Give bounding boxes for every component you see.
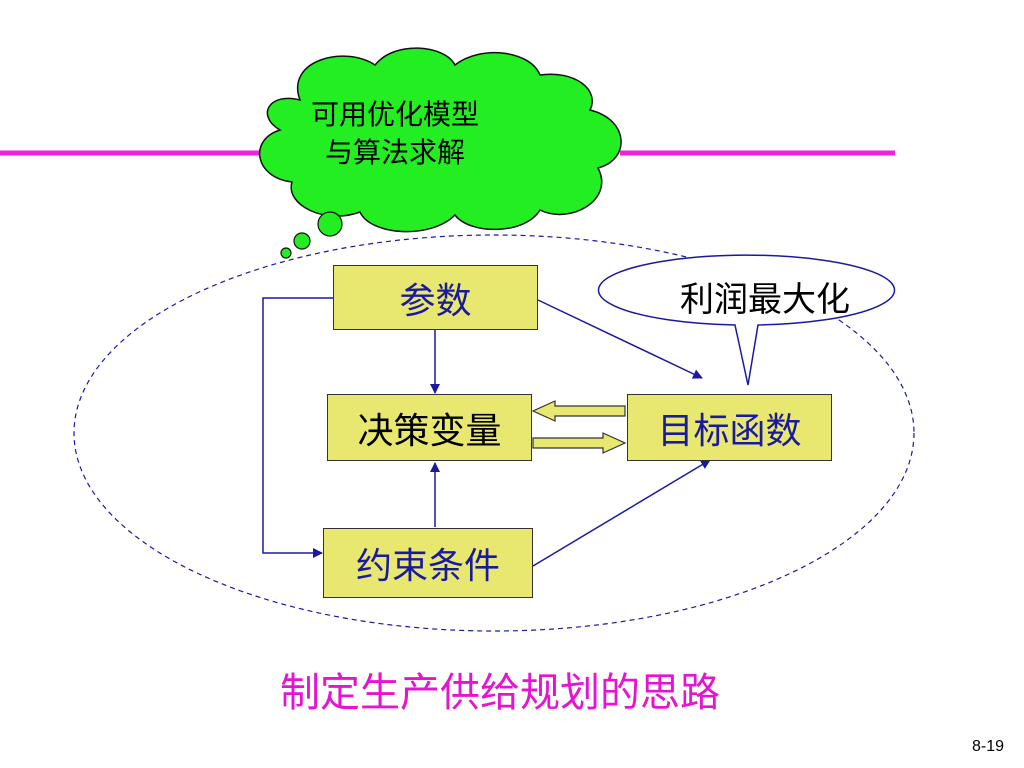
node-decision-variables: 决策变量 (327, 394, 532, 461)
thought-cloud (258, 47, 622, 233)
cloud-text-line-2: 与算法求解 (324, 136, 465, 169)
thought-bubble-large (317, 211, 343, 237)
node-constraints: 约束条件 (323, 528, 533, 598)
arrow-constraints-to-objective (532, 459, 711, 567)
speech-bubble (597, 254, 896, 386)
node-objective-function: 目标函数 (627, 394, 832, 461)
speech-bubble-text: 利润最大化 (680, 280, 850, 320)
cloud-text-line-1: 可用优化模型 (310, 98, 479, 131)
model-boundary-ellipse (73, 234, 915, 632)
arrow-parameters-to-constraints (262, 297, 333, 558)
arrow-parameters-to-objective (537, 299, 703, 379)
slide-number: 8-19 (971, 738, 1004, 755)
thought-bubble-small (280, 247, 292, 259)
block-arrow-decision-to-objective (532, 432, 627, 454)
node-parameters: 参数 (333, 265, 538, 330)
cloud-text: 可用优化模型 与算法求解 (300, 96, 490, 172)
slide-title: 制定生产供给规划的思路 (280, 670, 720, 716)
thought-bubble-medium (293, 232, 311, 250)
block-arrow-objective-to-decision (531, 400, 626, 422)
